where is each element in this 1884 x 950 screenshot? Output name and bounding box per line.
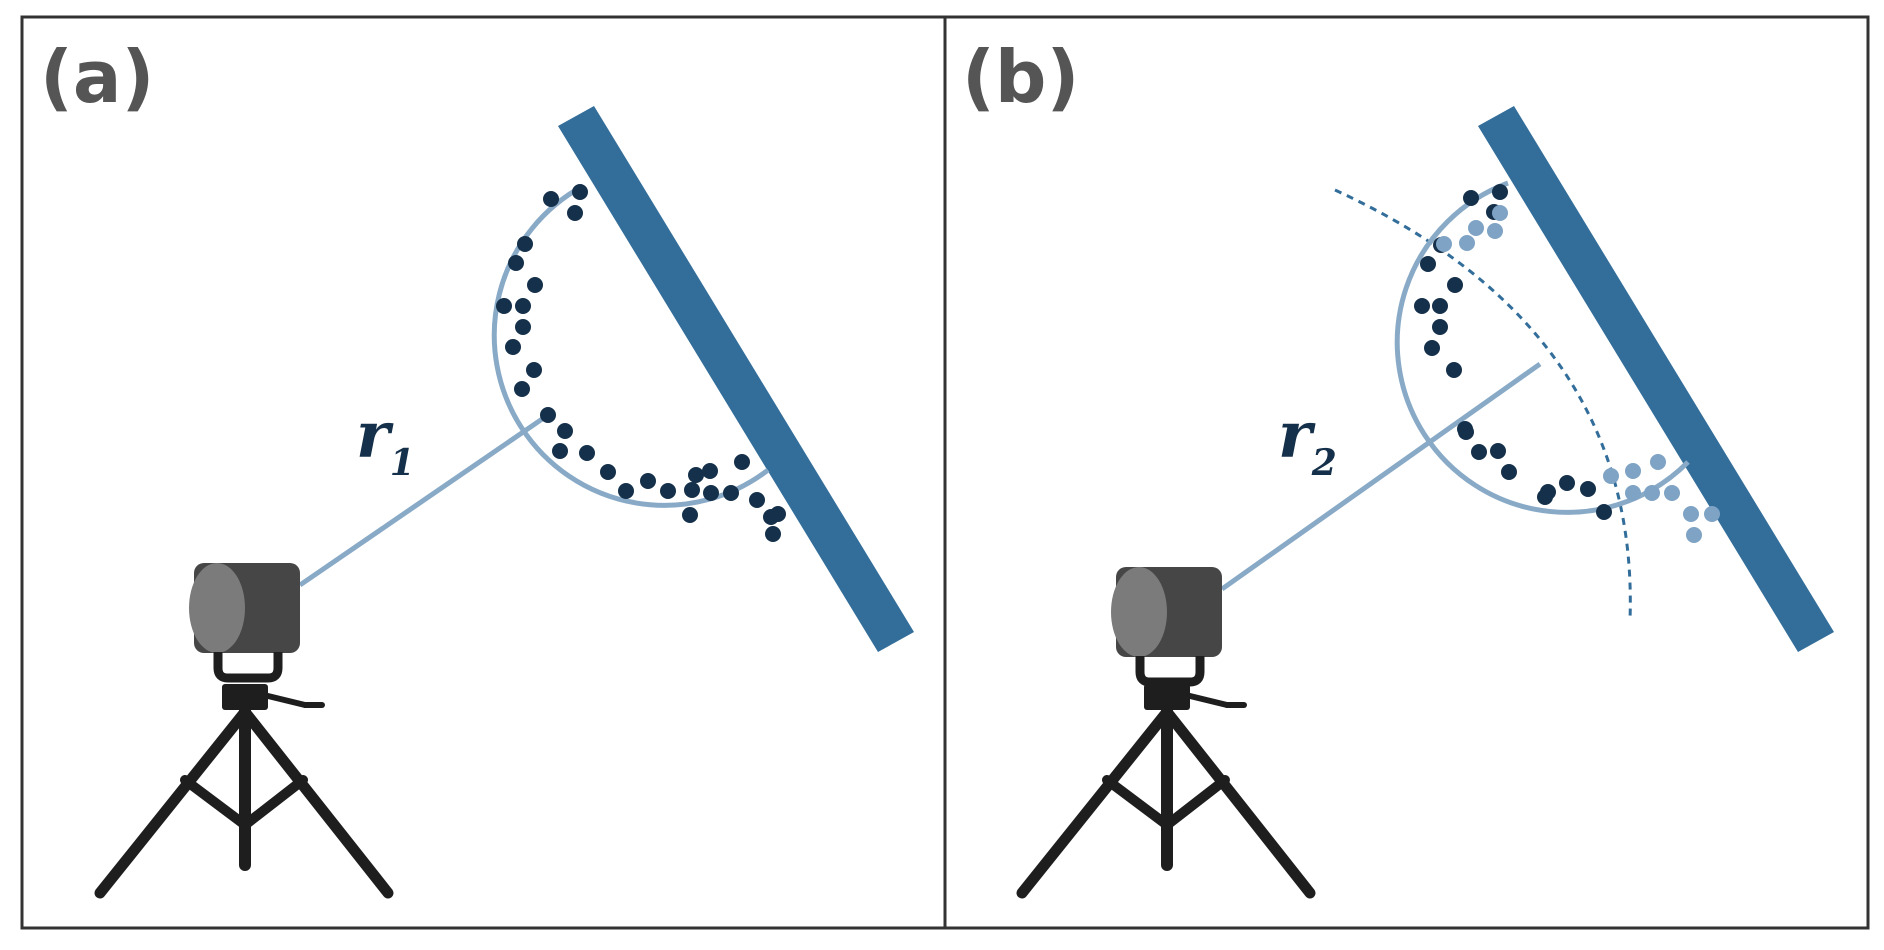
- scan-b-point: [1537, 489, 1553, 505]
- range-ray-r2: [1220, 361, 1542, 592]
- panel-b: (b) r2: [962, 35, 1834, 899]
- scan-a-point: [496, 298, 512, 314]
- scan-b-point: [1432, 298, 1448, 314]
- panel-a-label: (a): [40, 35, 154, 119]
- scan-b-point: [1432, 319, 1448, 335]
- scan-b-point: [1487, 223, 1503, 239]
- scan-b-point: [1683, 506, 1699, 522]
- scan-a-point: [579, 445, 595, 461]
- scan-b-point: [1596, 504, 1612, 520]
- range-ray-r1: [298, 412, 550, 588]
- scan-a-point: [682, 507, 698, 523]
- scan-a-point: [557, 423, 573, 439]
- scan-a-point: [508, 255, 524, 271]
- scan-a-point: [514, 381, 530, 397]
- scan-b-point: [1458, 424, 1474, 440]
- range-label-r2: r2: [1278, 398, 1337, 484]
- scan-a-point: [640, 473, 656, 489]
- scan-a-point: [723, 485, 739, 501]
- scan-points-a: [496, 184, 786, 542]
- scan-a-point: [765, 526, 781, 542]
- range-threshold-arc: [1334, 188, 1632, 621]
- scan-a-point: [749, 492, 765, 508]
- scan-b-point: [1625, 463, 1641, 479]
- scan-b-point: [1492, 205, 1508, 221]
- scan-b-point: [1459, 235, 1475, 251]
- scan-b-point: [1447, 277, 1463, 293]
- scan-b-point: [1559, 475, 1575, 491]
- scan-b-point: [1492, 184, 1508, 200]
- wall-icon: [558, 106, 914, 652]
- scan-a-point: [515, 298, 531, 314]
- scan-a-point: [543, 191, 559, 207]
- lidar-scanner-icon: [1111, 567, 1222, 687]
- scan-b-point: [1436, 236, 1452, 252]
- scan-b-point: [1704, 506, 1720, 522]
- tripod-icon: [1016, 684, 1316, 899]
- scan-b-point: [1424, 340, 1440, 356]
- scan-b-point: [1420, 256, 1436, 272]
- scan-a-point: [703, 485, 719, 501]
- scan-a-point: [515, 319, 531, 335]
- panel-b-label: (b): [962, 35, 1079, 119]
- scan-b-point: [1463, 190, 1479, 206]
- scan-a-point: [688, 467, 704, 483]
- scan-a-point: [600, 464, 616, 480]
- scan-a-point: [540, 407, 556, 423]
- scan-b-point: [1490, 443, 1506, 459]
- scan-b-point: [1686, 527, 1702, 543]
- scan-b-point: [1471, 444, 1487, 460]
- wall-icon: [1478, 106, 1834, 652]
- scan-a-point: [572, 184, 588, 200]
- scan-a-point: [526, 362, 542, 378]
- scan-a-point: [763, 509, 779, 525]
- scan-b-point: [1501, 464, 1517, 480]
- range-label-r1: r1: [356, 398, 415, 484]
- scan-a-point: [527, 277, 543, 293]
- scan-a-point: [660, 483, 676, 499]
- scan-b-point: [1414, 298, 1430, 314]
- scan-b-point: [1664, 485, 1680, 501]
- scan-a-point: [702, 463, 718, 479]
- scan-a-point: [684, 482, 700, 498]
- scan-a-point: [618, 483, 634, 499]
- scan-b-point: [1650, 454, 1666, 470]
- tripod-icon: [94, 684, 394, 899]
- scan-b-point: [1580, 481, 1596, 497]
- scan-b-point: [1446, 362, 1462, 378]
- scan-b-point: [1603, 468, 1619, 484]
- scan-points-b: [1414, 184, 1720, 543]
- lidar-scanner-icon: [189, 563, 300, 683]
- panel-a: (a) r1: [40, 35, 914, 899]
- scan-a-point: [734, 454, 750, 470]
- scan-b-point: [1468, 220, 1484, 236]
- scan-a-point: [505, 339, 521, 355]
- scan-a-point: [552, 443, 568, 459]
- scan-a-point: [567, 205, 583, 221]
- scan-b-point: [1625, 485, 1641, 501]
- scan-a-point: [517, 236, 533, 252]
- scan-b-point: [1644, 485, 1660, 501]
